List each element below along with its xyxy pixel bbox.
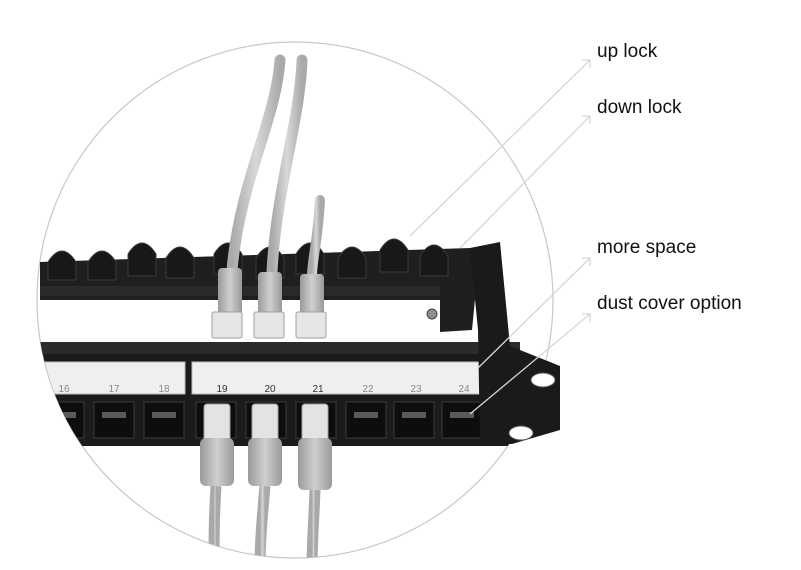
callout-more-space: more space <box>597 237 697 258</box>
port-number-19: 19 <box>216 384 228 395</box>
port-number-24: 24 <box>458 384 470 395</box>
rack-ear-hole-bottom <box>508 425 534 441</box>
port-number-18: 18 <box>158 384 170 395</box>
lower-cable-3 <box>306 489 321 558</box>
lower-cable-1 <box>208 485 222 558</box>
port-number-22: 22 <box>362 384 374 395</box>
lower-cable-2 <box>254 485 271 558</box>
port-number-17: 17 <box>108 384 120 395</box>
leader-line-up-lock <box>409 59 591 237</box>
port-number-labels: 16 17 18 19 20 21 22 23 24 <box>58 384 470 395</box>
upper-cable-1 <box>226 54 286 276</box>
callout-up-lock: up lock <box>597 41 658 62</box>
lower-connectors <box>200 403 332 490</box>
port-number-23: 23 <box>410 384 422 395</box>
port-number-21: 21 <box>312 384 324 395</box>
rear-cable-clips <box>47 238 449 281</box>
rack-ear <box>470 242 560 444</box>
bar-screw <box>426 308 438 320</box>
port-number-20: 20 <box>264 384 276 395</box>
label-strip-right <box>191 361 493 395</box>
upper-connectors <box>211 268 327 339</box>
callout-down-lock: down lock <box>597 97 682 118</box>
leader-lines <box>409 59 591 415</box>
label-strip-left <box>39 361 186 395</box>
upper-cable-3 <box>307 195 325 281</box>
leader-line-down-lock <box>459 115 591 249</box>
callout-dust-cover-option: dust cover option <box>597 293 742 314</box>
leader-line-more-space <box>477 257 591 369</box>
port-number-16: 16 <box>58 384 70 395</box>
upper-cable-2 <box>266 54 308 278</box>
leader-line-dust-cover <box>469 313 591 415</box>
rack-ear-hole-top <box>530 372 556 388</box>
